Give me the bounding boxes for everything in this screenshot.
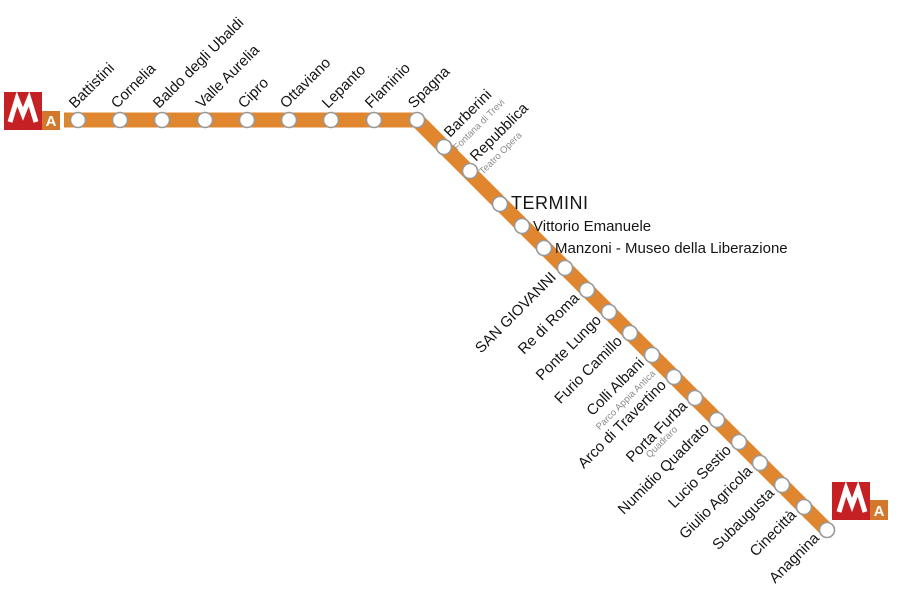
station-label-vittorio-emanuele: Vittorio Emanuele [533,218,651,235]
station-marker-colli-albani[interactable] [643,346,661,364]
station-marker-arco-di-travertino[interactable] [665,368,683,386]
station-marker-cornelia[interactable] [111,111,129,129]
station-vittorio-emanuele: Vittorio Emanuele [513,217,651,235]
station-label-manzoni: Manzoni - Museo della Liberazione [555,240,788,257]
station-label-giulio-agricola: Giulio Agricola [676,462,756,542]
station-label-battistini: Battistini [66,60,118,112]
station-marker-lucio-sestio[interactable] [730,433,748,451]
line-a-logo-end: A [832,481,888,520]
station-marker-ponte-lungo[interactable] [600,303,618,321]
station-marker-cipro[interactable] [238,111,256,129]
station-label-termini: TERMINI [511,193,589,213]
station-marker-san-giovanni[interactable] [556,259,574,277]
line-letter: A [46,113,57,130]
station-marker-re-di-roma[interactable] [578,281,596,299]
station-marker-termini[interactable] [491,195,509,213]
station-marker-valle-aurelia[interactable] [196,111,214,129]
station-marker-numidio-quadrato[interactable] [708,411,726,429]
station-label-cornelia: Cornelia [108,60,160,112]
station-marker-flaminio[interactable] [365,111,383,129]
line-letter-square [42,111,60,130]
station-marker-anagnina[interactable] [818,521,836,539]
station-marker-repubblica[interactable] [461,162,479,180]
station-manzoni: Manzoni - Museo della Liberazione [535,239,788,257]
station-marker-subaugusta[interactable] [773,476,791,494]
line-letter-square [870,500,888,520]
station-marker-barberini[interactable] [435,138,453,156]
station-marker-spagna[interactable] [408,111,426,129]
line-letter: A [874,503,885,520]
station-marker-battistini[interactable] [69,111,87,129]
metro-m-icon [836,481,868,513]
station-marker-furio-camillo[interactable] [621,324,639,342]
station-marker-cinecitta[interactable] [795,498,813,516]
station-marker-giulio-agricola[interactable] [751,454,769,472]
station-marker-ottaviano[interactable] [280,111,298,129]
station-label-cipro: Cipro [235,74,272,111]
station-marker-lepanto[interactable] [322,111,340,129]
station-label-flaminio: Flaminio [362,60,414,112]
station-termini: TERMINI [491,193,589,213]
line-a-logo-start: A [4,91,60,130]
station-marker-manzoni[interactable] [535,239,553,257]
station-marker-baldo-degli-ubaldi[interactable] [153,111,171,129]
metro-m-icon [7,91,39,123]
station-marker-vittorio-emanuele[interactable] [513,217,531,235]
station-marker-porta-furba[interactable] [686,389,704,407]
